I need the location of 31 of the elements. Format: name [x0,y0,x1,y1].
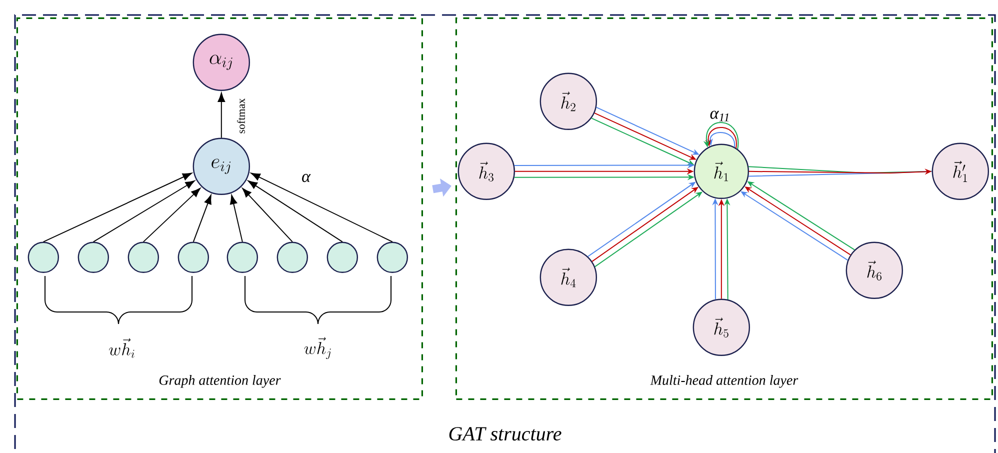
circle-node: $\vec{h}'_{1}$ [932,142,989,200]
arrow [230,194,243,242]
circle-node [178,242,209,273]
circle-node [276,242,308,273]
circle-node: $e_{ij}$ [192,138,250,195]
edge-label: softmax [236,97,246,135]
edge-label: α$_{11}$ [710,110,728,122]
arrow [218,92,226,138]
arrow [248,180,343,242]
circle-node [226,242,258,273]
circle-node [326,242,358,273]
circle-node [78,242,109,273]
circle-node: $\vec{h}_{4}$ [540,248,597,306]
vector-label: $w\vec{h}_{i}$ [109,338,134,358]
arrow [250,172,393,242]
arrow [192,194,212,242]
circle-node: $\vec{h}_{6}$ [846,242,903,299]
circle-node: $\vec{h}_{1}$ [694,144,749,199]
circle-node: $\vec{h}_{5}$ [692,298,750,356]
arrow [92,180,195,242]
circle-node [376,242,408,273]
circle-node: $\alpha_{ij}$ [192,34,250,91]
circle-node [128,242,159,273]
circle-node: $\vec{h}_{3}$ [458,142,515,200]
circle-node: $\vec{h}_{2}$ [540,72,597,130]
arrow [142,188,200,242]
arrow [42,172,192,242]
edge-label: α [302,174,311,182]
arrow [242,188,293,242]
circle-node [28,242,59,273]
vector-label: $w\vec{h}_{j}$ [304,337,331,360]
